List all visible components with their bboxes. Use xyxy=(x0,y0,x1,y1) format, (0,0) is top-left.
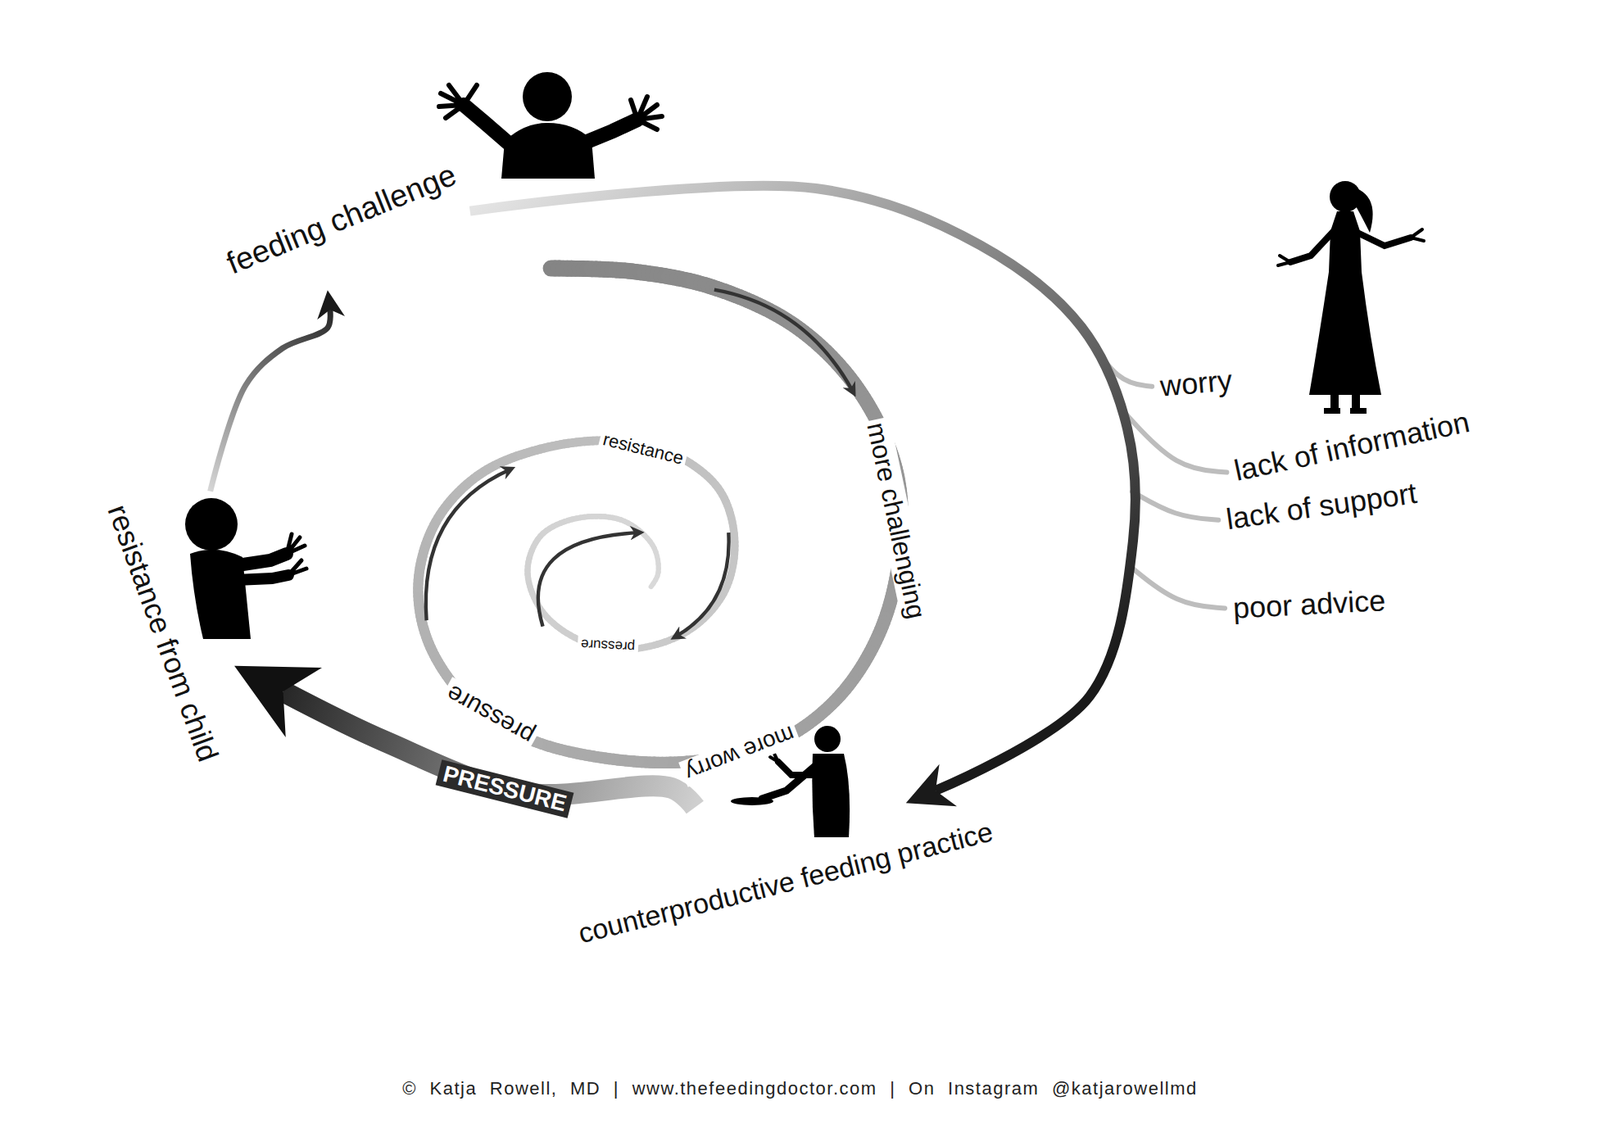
cause-label: lack of information xyxy=(1231,404,1473,488)
spiral-arrow xyxy=(538,532,640,627)
parent-feeding-silhouette xyxy=(730,797,774,806)
child-silhouette xyxy=(237,553,287,566)
cause-branch xyxy=(1132,491,1219,521)
spiral-band xyxy=(417,268,902,763)
cycle-arrow xyxy=(210,309,331,492)
parent-feeding-silhouette xyxy=(778,761,816,776)
spiral-label: more worry xyxy=(678,719,802,788)
spiral-arrow xyxy=(675,532,730,637)
parent-silhouette xyxy=(1290,231,1334,263)
cause-label: worry xyxy=(1158,362,1233,404)
child-silhouette xyxy=(286,534,307,576)
child-silhouette xyxy=(630,96,662,130)
child-silhouette xyxy=(185,498,307,640)
spiral-segment xyxy=(651,583,654,587)
spiral-arrow xyxy=(714,290,853,393)
spiral-label: more challenging xyxy=(860,416,933,625)
parent-silhouette xyxy=(1350,407,1367,414)
child-silhouette xyxy=(522,72,572,122)
child-silhouette xyxy=(185,498,238,551)
cause-label: lack of support xyxy=(1223,475,1419,536)
connectors xyxy=(210,185,1136,808)
stage-label-node: counterproductive feeding practice xyxy=(566,807,1004,958)
parent-silhouette xyxy=(1357,232,1411,246)
cycle-arrow xyxy=(470,185,1136,791)
spiral-arrow xyxy=(426,290,853,637)
spiral-label: pressure xyxy=(438,676,542,752)
cause-branch xyxy=(1128,565,1225,608)
parent-silhouette xyxy=(1278,229,1424,266)
spiral-label: resistance xyxy=(598,427,689,470)
child-silhouette xyxy=(584,119,638,143)
node-text: counterproductive feeding practice xyxy=(575,815,997,950)
child-silhouette xyxy=(235,575,289,581)
stage-label-node: feeding challenge xyxy=(213,148,470,291)
child-silhouette xyxy=(463,104,510,145)
edge-label: PRESSURE xyxy=(435,759,575,819)
child-silhouette xyxy=(439,85,477,118)
parent-feeding-silhouette xyxy=(814,725,841,753)
node-text: feeding challenge xyxy=(222,157,463,282)
spiral-label: pressure xyxy=(577,635,640,655)
cause-label: poor advice xyxy=(1232,583,1387,626)
spiral-arrow xyxy=(426,469,511,621)
parent-silhouette xyxy=(1323,407,1341,414)
copyright-caption: © Katja Rowell, MD | www.thefeedingdocto… xyxy=(0,1078,1600,1100)
child-silhouette xyxy=(501,122,595,179)
cause-branch xyxy=(1125,413,1227,472)
parent-silhouette xyxy=(1278,181,1424,414)
child-silhouette xyxy=(439,72,662,179)
